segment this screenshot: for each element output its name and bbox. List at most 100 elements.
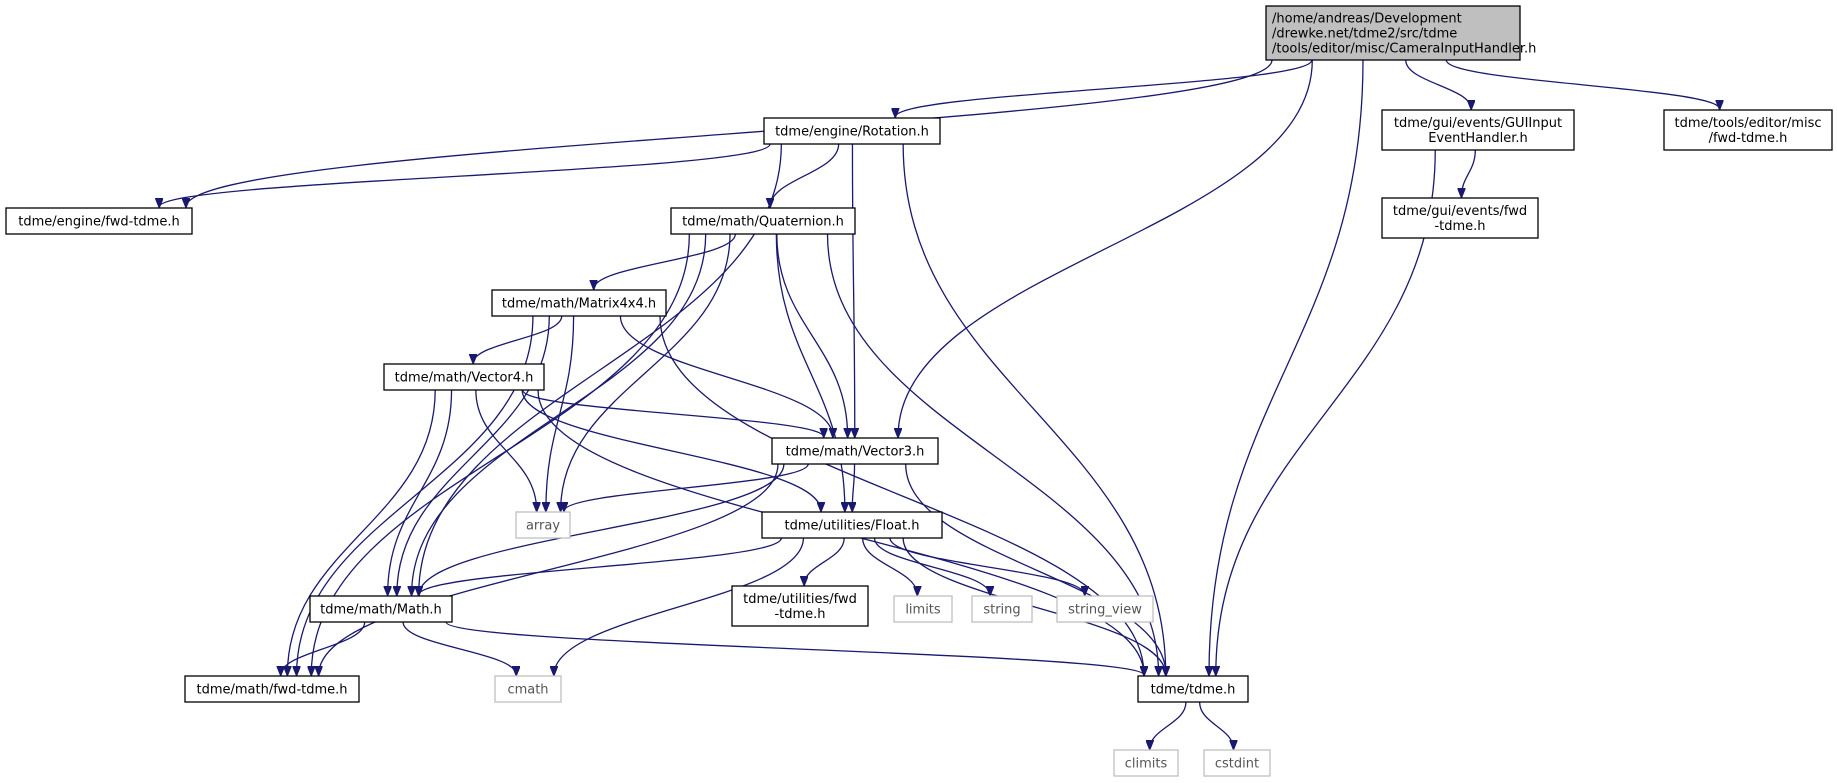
node-editor-misc-fwd[interactable]: tdme/tools/editor/misc/fwd-tdme.h bbox=[1663, 109, 1833, 151]
node-box bbox=[5, 207, 193, 235]
edge-math_vector3-to-std_array bbox=[564, 463, 809, 511]
edge-math_matrix4x4-to-std_array bbox=[546, 315, 575, 511]
node-math-vector3[interactable]: tdme/math/Vector3.h bbox=[771, 437, 939, 465]
node-label: limits bbox=[905, 603, 941, 618]
node-label: /home/andreas/Development bbox=[1272, 12, 1462, 27]
node-label: cstdint bbox=[1215, 757, 1259, 772]
node-label: tdme/math/Vector3.h bbox=[786, 445, 925, 460]
edge-utilities_float-to-tdme_h bbox=[902, 537, 1166, 675]
edge-math_vector4-to-math_math bbox=[388, 389, 453, 595]
node-label: tdme/engine/fwd-tdme.h bbox=[18, 215, 179, 230]
edge-math_matrix4x4-to-math_vector3 bbox=[619, 315, 833, 437]
edge-math_vector4-to-std_array bbox=[475, 389, 537, 511]
edge-utilities_float-to-std_cmath bbox=[554, 537, 805, 675]
node-label: tdme/math/Matrix4x4.h bbox=[502, 297, 656, 312]
edge-math_matrix4x4-to-math_math bbox=[397, 315, 550, 595]
node-label: /drewke.net/tdme2/src/tdme bbox=[1272, 27, 1457, 42]
node-camera-input-handler[interactable]: /home/andreas/Development/drewke.net/tdm… bbox=[1265, 5, 1536, 61]
edge-math_vector3-to-math_math bbox=[419, 463, 785, 595]
edge-math_vector4-to-math_vector3 bbox=[522, 389, 824, 437]
node-label: string_view bbox=[1068, 603, 1142, 618]
node-engine-fwd[interactable]: tdme/engine/fwd-tdme.h bbox=[5, 207, 193, 235]
edge-tdme_h-to-std_cstdint bbox=[1198, 701, 1234, 749]
edge-camera_input_handler-to-gui_input_handler bbox=[1405, 59, 1471, 109]
node-box bbox=[1137, 675, 1249, 703]
edge-utilities_float-to-std_limits bbox=[862, 537, 918, 595]
node-label: tdme/math/fwd-tdme.h bbox=[196, 683, 347, 698]
edge-math_vector3-to-math_fwd bbox=[319, 463, 779, 675]
edges-layer bbox=[159, 59, 1719, 749]
node-box bbox=[184, 675, 360, 703]
node-label: string bbox=[983, 603, 1020, 618]
edge-engine_rotation-to-tdme_h bbox=[902, 143, 1166, 675]
edge-engine_rotation-to-engine_fwd bbox=[159, 143, 771, 207]
node-utilities-fwd[interactable]: tdme/utilities/fwd-tdme.h bbox=[731, 585, 869, 627]
node-box bbox=[383, 363, 545, 391]
node-box bbox=[515, 511, 571, 539]
edge-utilities_float-to-math_math bbox=[419, 537, 782, 595]
node-box bbox=[771, 437, 939, 465]
node-box bbox=[971, 595, 1033, 623]
node-box bbox=[1265, 5, 1521, 61]
node-label: tdme/tools/editor/misc bbox=[1675, 116, 1822, 131]
node-label: tdme/utilities/Float.h bbox=[785, 519, 920, 534]
node-math-quaternion[interactable]: tdme/math/Quaternion.h bbox=[670, 207, 856, 235]
edge-gui_input_handler-to-gui_events_fwd bbox=[1461, 149, 1476, 197]
node-std-string[interactable]: string bbox=[971, 595, 1033, 623]
node-std-cstdint[interactable]: cstdint bbox=[1203, 749, 1271, 777]
node-box bbox=[1113, 749, 1179, 777]
node-engine-rotation[interactable]: tdme/engine/Rotation.h bbox=[763, 117, 941, 145]
node-box bbox=[494, 675, 562, 703]
node-utilities-float[interactable]: tdme/utilities/Float.h bbox=[761, 511, 943, 539]
node-std-string-view[interactable]: string_view bbox=[1056, 595, 1154, 623]
node-label: tdme/math/Vector4.h bbox=[395, 371, 534, 386]
edge-camera_input_handler-to-engine_fwd bbox=[186, 59, 1273, 207]
node-gui-events-fwd[interactable]: tdme/gui/events/fwd-tdme.h bbox=[1381, 197, 1539, 239]
node-label: -tdme.h bbox=[1434, 219, 1485, 234]
edge-gui_input_handler-to-tdme_h bbox=[1216, 149, 1436, 675]
edge-camera_input_handler-to-math_vector3 bbox=[898, 59, 1313, 437]
node-label: tdme/math/Math.h bbox=[320, 603, 442, 618]
node-tdme-h[interactable]: tdme/tdme.h bbox=[1137, 675, 1249, 703]
node-math-math[interactable]: tdme/math/Math.h bbox=[309, 595, 453, 623]
node-box bbox=[1381, 109, 1575, 151]
edge-math_quaternion-to-math_matrix4x4 bbox=[594, 233, 737, 289]
edge-tdme_h-to-std_climits bbox=[1150, 701, 1187, 749]
node-box bbox=[1381, 197, 1539, 239]
edge-math_quaternion-to-math_vector3 bbox=[776, 233, 848, 437]
edge-math_math-to-std_cmath bbox=[402, 621, 516, 675]
node-label: /fwd-tdme.h bbox=[1709, 131, 1788, 146]
node-std-climits[interactable]: climits bbox=[1113, 749, 1179, 777]
edge-math_vector4-to-math_fwd bbox=[287, 389, 436, 675]
node-std-limits[interactable]: limits bbox=[893, 595, 953, 623]
node-label: tdme/gui/events/GUIInput bbox=[1394, 116, 1562, 131]
edge-math_math-to-math_fwd bbox=[281, 621, 366, 675]
edge-camera_input_handler-to-tdme_h bbox=[1209, 59, 1364, 675]
node-label: EventHandler.h bbox=[1428, 131, 1528, 146]
node-std-cmath[interactable]: cmath bbox=[494, 675, 562, 703]
node-label: cmath bbox=[507, 683, 548, 698]
node-box bbox=[1056, 595, 1154, 623]
edge-math_matrix4x4-to-math_vector4 bbox=[473, 315, 563, 363]
node-math-matrix4x4[interactable]: tdme/math/Matrix4x4.h bbox=[491, 289, 667, 317]
node-math-fwd[interactable]: tdme/math/fwd-tdme.h bbox=[184, 675, 360, 703]
edge-math_vector4-to-utilities_float bbox=[521, 389, 821, 511]
node-label: tdme/utilities/fwd bbox=[743, 592, 857, 607]
node-label: /tools/editor/misc/CameraInputHandler.h bbox=[1272, 42, 1536, 57]
edge-engine_rotation-to-math_quaternion bbox=[770, 143, 840, 207]
node-box bbox=[893, 595, 953, 623]
node-math-vector4[interactable]: tdme/math/Vector4.h bbox=[383, 363, 545, 391]
node-label: climits bbox=[1125, 757, 1168, 772]
edge-camera_input_handler-to-engine_rotation bbox=[895, 59, 1313, 117]
edge-utilities_float-to-std_string bbox=[873, 537, 991, 595]
edge-utilities_float-to-utilities_fwd bbox=[804, 537, 845, 585]
node-box bbox=[1663, 109, 1833, 151]
nodes-layer: /home/andreas/Development/drewke.net/tdm… bbox=[5, 5, 1833, 777]
edge-math_quaternion-to-std_array bbox=[561, 233, 731, 511]
node-label: tdme/engine/Rotation.h bbox=[775, 125, 929, 140]
edge-math_quaternion-to-math_math bbox=[412, 233, 707, 595]
node-box bbox=[491, 289, 667, 317]
node-std-array[interactable]: array bbox=[515, 511, 571, 539]
